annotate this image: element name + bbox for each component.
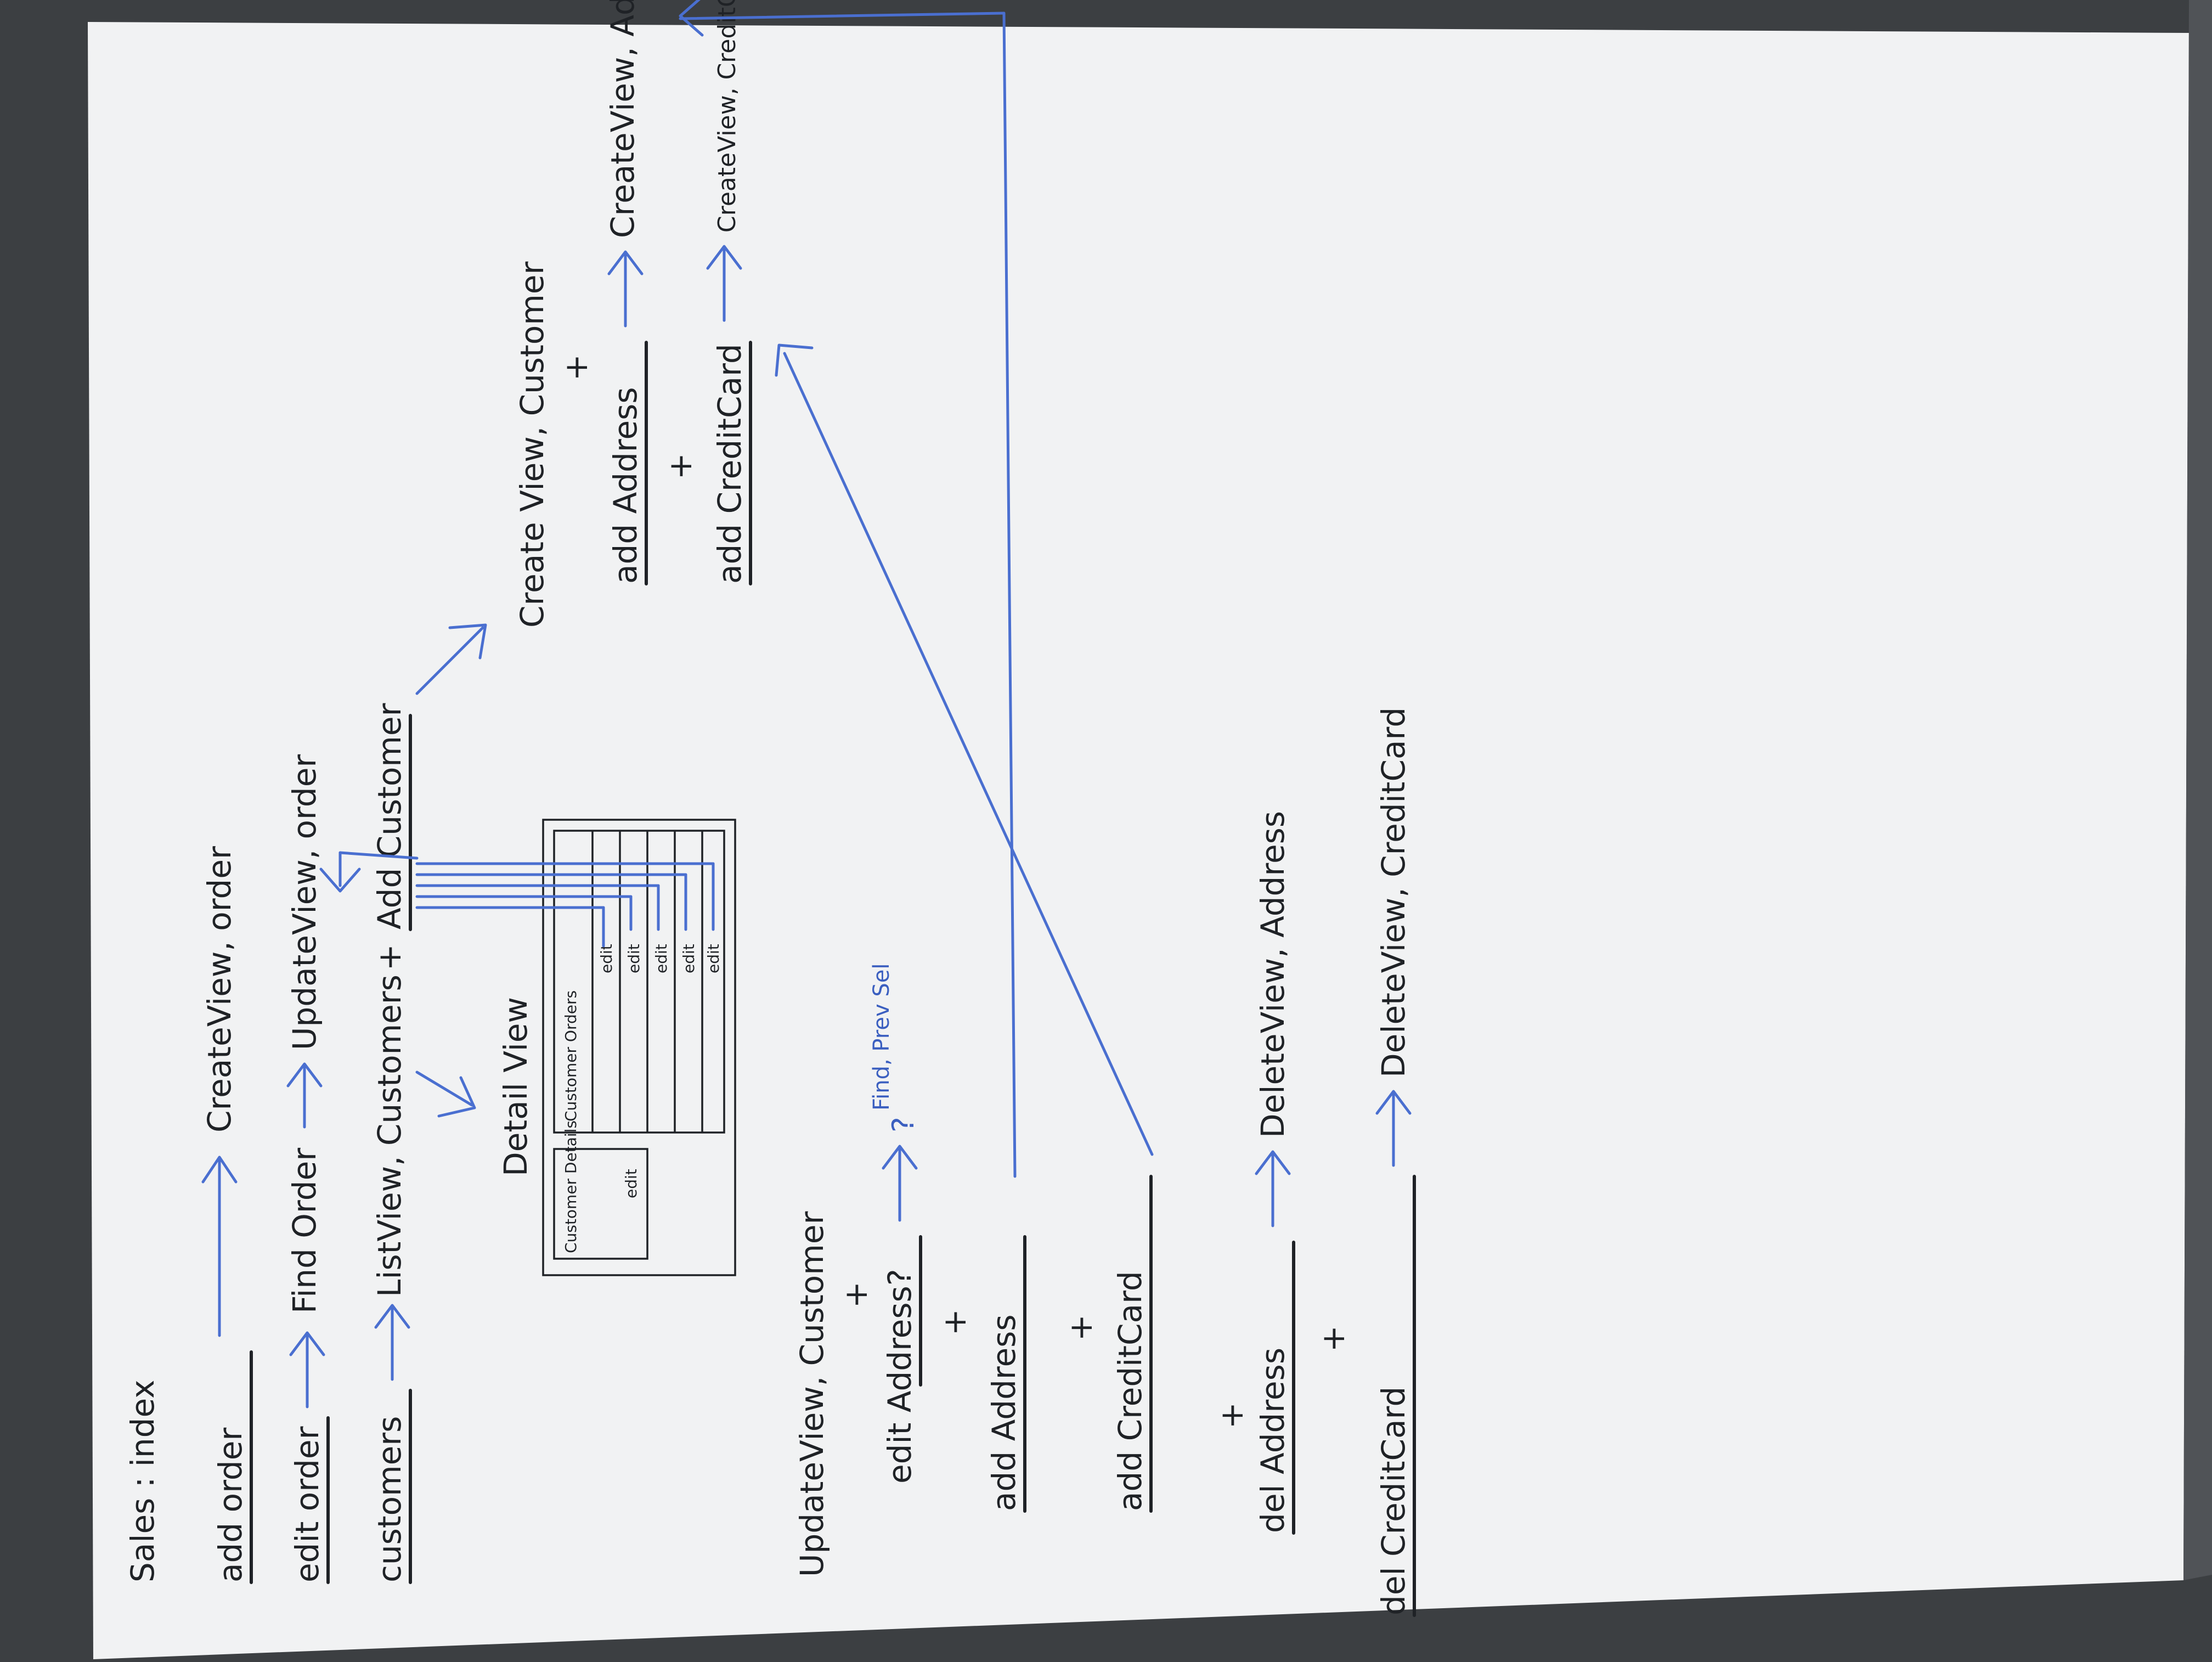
find-prev-sel-question: ?	[886, 1117, 921, 1133]
label-customer-orders: Customer Orders	[562, 990, 580, 1122]
whiteboard-surface	[88, 22, 2189, 1659]
order-row-edit-3: edit	[652, 944, 670, 973]
label-edit-address: edit Address?	[881, 1269, 918, 1484]
order-row-edit-4: edit	[680, 944, 698, 973]
detail-view-sketch: Customer Details edit Customer Orders ed…	[542, 819, 736, 1276]
label-update-view-order: UpdateView, order	[286, 754, 323, 1050]
arrow-customers-to-listview	[374, 1304, 410, 1381]
diagram-content: Sales : index add order edit order custo…	[124, 0, 1416, 1617]
label-add-address-create: add Address	[607, 387, 644, 584]
arrow-listview-to-detailview	[415, 1071, 476, 1118]
label-customer-details: Customer Details	[562, 1120, 580, 1253]
arrow-del-credit-card-to-delete-view	[1375, 1090, 1412, 1167]
order-row-edit-2: edit	[625, 944, 643, 973]
plus-create-customer-2: +	[662, 453, 699, 480]
title-sales-index: Sales : index	[124, 1380, 161, 1582]
plus-update-customer-3: +	[1062, 1314, 1099, 1341]
order-row-edit-5: edit	[704, 944, 723, 973]
label-del-address: del Address	[1254, 1348, 1291, 1533]
arrow-add-order-to-create	[201, 1156, 238, 1337]
arrow-add-customer-to-create-view	[415, 623, 487, 695]
label-create-view-credit-card: CreateView, CreditCard	[713, 0, 741, 233]
arrow-edit-address-to-find	[882, 1145, 918, 1222]
customer-details-panel	[553, 1148, 648, 1260]
arrow-find-to-update	[286, 1062, 323, 1129]
label-add-order: add order	[212, 1428, 249, 1582]
label-delete-view-address: DeleteView, Address	[1254, 811, 1291, 1138]
label-create-view-customer: Create View, Customer	[514, 261, 551, 628]
label-delete-view-credit-card: DeleteView, CreditCard	[1375, 707, 1412, 1078]
label-create-view-address: CreateView, Address	[604, 0, 641, 238]
detail-view-frame	[542, 819, 736, 1276]
label-edit-order: edit order	[289, 1426, 326, 1582]
label-add-address-update: add Address	[985, 1314, 1023, 1511]
customer-details-edit: edit	[622, 1169, 640, 1198]
order-row-edit-1: edit	[597, 944, 616, 973]
label-customers: customers	[371, 1416, 408, 1582]
plus-update-customer-1: +	[837, 1281, 874, 1308]
label-add-credit-card-update: add CreditCard	[1111, 1271, 1149, 1511]
label-add-credit-card-create: add CreditCard	[711, 343, 748, 584]
label-plus-add-customer: +	[371, 944, 408, 971]
label-create-view-order: CreateView, order	[201, 846, 238, 1133]
edit-rows-to-update-view-lines	[319, 851, 715, 948]
arrow-edit-order-to-find	[289, 1331, 325, 1409]
label-find-order: Find Order	[286, 1148, 323, 1314]
plus-create-customer-1: +	[557, 354, 595, 381]
label-add-customer: Add Customer	[371, 703, 408, 929]
plus-update-customer-2: +	[936, 1309, 973, 1336]
arrow-del-address-to-delete-view	[1255, 1150, 1291, 1227]
arrow-add-address-to-create-address	[607, 250, 644, 328]
label-find-prev-sel: Find, Prev Sel	[869, 964, 894, 1111]
connector-add-address-to-create-address	[679, 0, 1017, 1178]
whiteboard-right-frame	[2183, 0, 2212, 1580]
label-detail-view: Detail View	[497, 997, 534, 1176]
plus-update-customer-5: +	[1314, 1325, 1352, 1352]
customer-orders-panel	[553, 830, 725, 1134]
label-del-credit-card: del CreditCard	[1375, 1387, 1412, 1615]
label-list-view-customers: ListView, Customers	[371, 974, 408, 1297]
arrow-add-credit-card-to-create-credit-card	[706, 245, 742, 322]
connector-add-credit-card-to-create-credit-card	[775, 343, 1154, 1156]
label-update-view-customer: UpdateView, Customer	[793, 1212, 831, 1577]
plus-update-customer-4: +	[1213, 1402, 1250, 1429]
